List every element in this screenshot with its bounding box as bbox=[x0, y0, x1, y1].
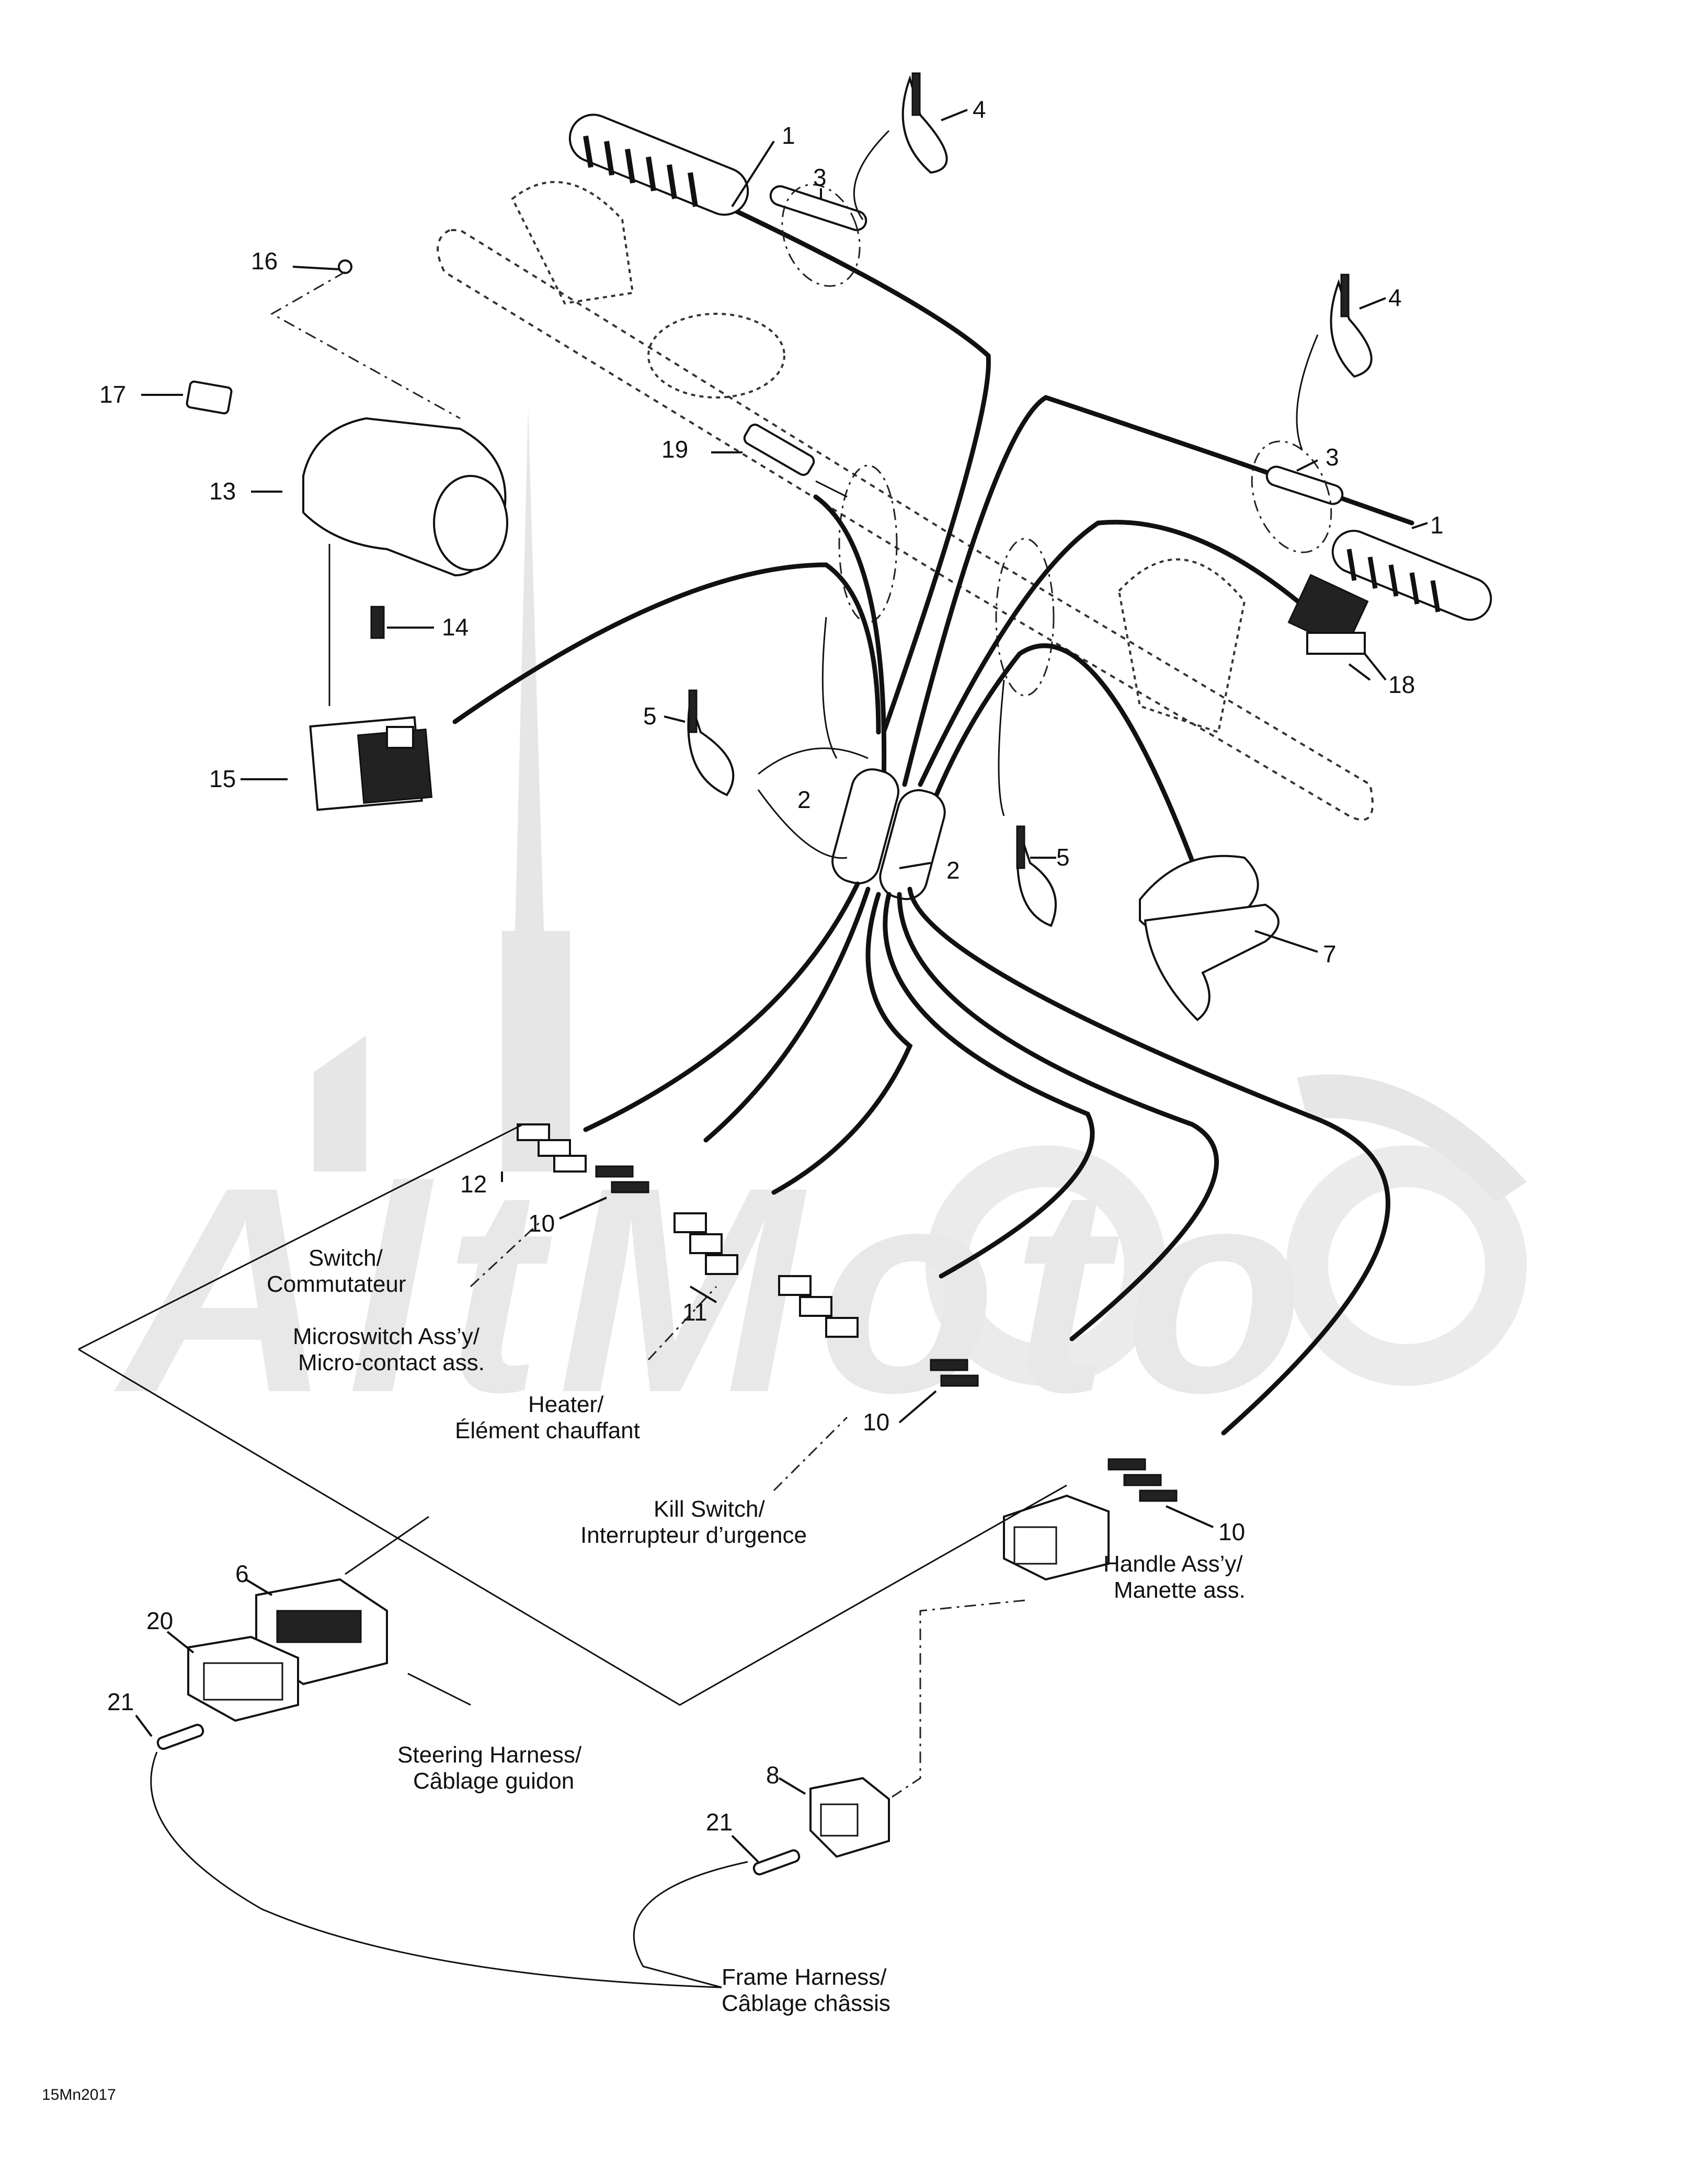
label-17 bbox=[186, 380, 233, 415]
callout-4b: 4 bbox=[1388, 284, 1402, 311]
sleeve-left bbox=[769, 184, 867, 287]
caption-handle-1: Handle Ass’y/ bbox=[1103, 1551, 1243, 1577]
callout-14: 14 bbox=[442, 613, 469, 641]
caption-frame-1: Frame Harness/ bbox=[722, 1964, 887, 1990]
caption-heater-1: Heater/ bbox=[528, 1392, 604, 1417]
caption-switch-2: Commutateur bbox=[267, 1271, 406, 1297]
cable-tie-4a bbox=[901, 72, 948, 174]
caption-steering-1: Steering Harness/ bbox=[397, 1742, 582, 1768]
connector-8 bbox=[809, 1777, 890, 1858]
caption-steering-2: Câblage guidon bbox=[413, 1768, 574, 1794]
caption-microswitch-1: Microswitch Ass’y/ bbox=[293, 1324, 480, 1349]
terminal-21b bbox=[752, 1849, 801, 1875]
connector-20 bbox=[187, 1635, 299, 1722]
callout-10a: 10 bbox=[528, 1210, 555, 1237]
callout-6: 6 bbox=[235, 1560, 249, 1587]
callout-5a: 5 bbox=[643, 702, 657, 730]
terminals-11b bbox=[778, 1275, 859, 1338]
grip-heater-right bbox=[1331, 530, 1492, 621]
terminal-21a bbox=[156, 1724, 204, 1750]
assembly-links bbox=[78, 130, 1319, 1988]
terminals-10c bbox=[1107, 1458, 1178, 1502]
callout-20: 20 bbox=[146, 1607, 173, 1634]
switch-housing bbox=[302, 417, 508, 577]
callout-1a: 1 bbox=[782, 122, 795, 149]
callout-8: 8 bbox=[766, 1761, 780, 1789]
callout-10c: 10 bbox=[1218, 1518, 1245, 1545]
caption-kill-2: Interrupteur d’urgence bbox=[580, 1522, 807, 1548]
cable-tie-4b bbox=[1330, 274, 1373, 378]
screw-16 bbox=[338, 259, 352, 274]
callout-1b: 1 bbox=[1430, 511, 1444, 539]
callout-16: 16 bbox=[251, 247, 278, 275]
callout-3b: 3 bbox=[1326, 443, 1339, 471]
handle-assembly-7 bbox=[1139, 855, 1280, 1021]
callout-12: 12 bbox=[460, 1170, 487, 1198]
sleeve-right bbox=[1251, 440, 1344, 553]
callout-2a: 2 bbox=[797, 786, 811, 813]
callout-21a: 21 bbox=[107, 1688, 134, 1715]
captions: Switch/ Commutateur Microswitch Ass’y/ M… bbox=[42, 1245, 1246, 2103]
switch-18 bbox=[1287, 574, 1369, 655]
callout-19: 19 bbox=[661, 436, 688, 463]
screw-14 bbox=[370, 606, 385, 639]
callout-numbers: 1 1 2 2 3 3 4 4 5 5 6 7 8 10 10 10 11 12… bbox=[99, 96, 1444, 1836]
caption-microswitch-2: Micro-contact ass. bbox=[298, 1350, 485, 1375]
watermark: AltMoto bbox=[111, 408, 1527, 1453]
cable-tie-5a bbox=[687, 689, 735, 797]
wire-bundle bbox=[452, 207, 1414, 1436]
callout-3a: 3 bbox=[813, 164, 827, 191]
callout-11: 11 bbox=[682, 1299, 707, 1326]
callout-7: 7 bbox=[1323, 940, 1337, 968]
caption-heater-2: Élément chauffant bbox=[455, 1418, 640, 1443]
callout-18: 18 bbox=[1388, 671, 1415, 698]
caption-kill-1: Kill Switch/ bbox=[654, 1496, 765, 1522]
handle-connector bbox=[1003, 1494, 1110, 1581]
callout-5b: 5 bbox=[1056, 844, 1070, 871]
terminals-10b bbox=[930, 1359, 979, 1387]
drawing-code: 15Mn2017 bbox=[42, 2086, 116, 2103]
callout-15: 15 bbox=[209, 765, 236, 792]
grip-heater-left bbox=[568, 113, 749, 216]
terminals-11a bbox=[673, 1212, 738, 1275]
callout-17: 17 bbox=[99, 381, 126, 408]
svg-text:AltMoto: AltMoto bbox=[111, 1126, 1320, 1453]
terminals-12 bbox=[517, 1123, 587, 1173]
handlebar-outline bbox=[437, 181, 1374, 821]
caption-switch-1: Switch/ bbox=[309, 1245, 383, 1271]
callout-4a: 4 bbox=[973, 96, 986, 123]
terminals-10a bbox=[595, 1165, 649, 1193]
callout-13: 13 bbox=[209, 477, 236, 505]
callout-10b: 10 bbox=[863, 1408, 889, 1436]
switch-15 bbox=[309, 716, 433, 811]
caption-handle-2: Manette ass. bbox=[1114, 1577, 1246, 1603]
connector-19 bbox=[743, 424, 848, 498]
caption-frame-2: Câblage châssis bbox=[722, 1990, 890, 2016]
callout-21b: 21 bbox=[706, 1808, 733, 1836]
leader-lines bbox=[135, 109, 1428, 1863]
callout-2b: 2 bbox=[946, 857, 960, 884]
cable-tie-5b bbox=[1016, 825, 1057, 927]
